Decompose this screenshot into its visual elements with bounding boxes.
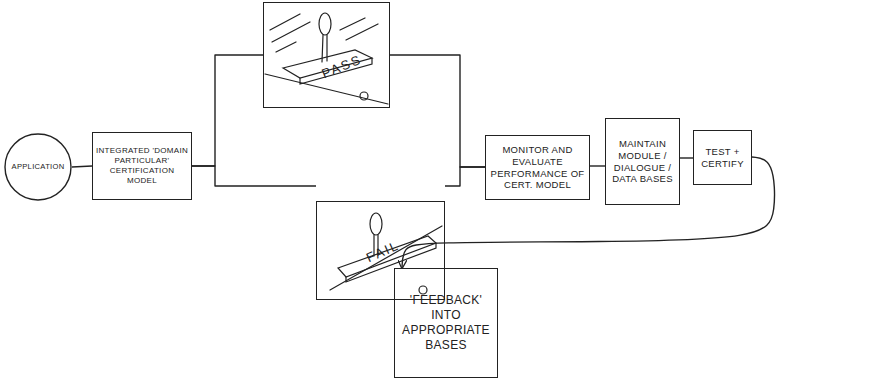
node-label: INTEGRATED 'DOMAIN PARTICULAR' CERTIFICA… [95,146,189,186]
process-box: MONITOR AND EVALUATE PERFORMANCE OF CERT… [485,135,590,200]
text-holder: INTEGRATED 'DOMAIN PARTICULAR' CERTIFICA… [93,133,191,199]
fail-stamp-drawing [330,213,442,294]
node-label: 'FEEDBACK' INTO APPROPRIATE BASES [397,293,495,353]
text-holder: 'FEEDBACK' INTO APPROPRIATE BASES [395,269,497,377]
connector-line [192,166,316,186]
process-box: INTEGRATED 'DOMAIN PARTICULAR' CERTIFICA… [92,132,192,200]
connector-arrow [402,157,775,268]
process-box: MAINTAIN MODULE / DIALOGUE / DATA BASES [605,118,680,205]
connector-layer [72,55,775,268]
node-label: TEST + CERTIFY [696,146,749,170]
hatch-line [270,14,300,30]
hatch-line [340,18,365,30]
stamp-word: FAIL [364,238,402,267]
text-holder: PASS [264,3,389,107]
process-box: TEST + CERTIFY [693,130,752,185]
connector-line [445,167,485,186]
text-holder: TEST + CERTIFY [694,131,751,184]
hand-mark [360,92,368,100]
text-holder: APPLICATION [4,133,72,201]
hatch-line [276,42,296,52]
hatch-line [272,22,310,42]
connector-line [390,55,485,167]
hand-mark [419,286,427,294]
connector-line [192,55,263,166]
start-circle: APPLICATION [4,133,72,201]
pass-stamp-drawing [265,13,388,104]
stamp-handle [319,13,331,35]
node-label: MAINTAIN MODULE / DIALOGUE / DATA BASES [608,138,677,186]
picture-box: PASS [263,2,390,108]
connector-line [590,165,605,166]
node-label: APPLICATION [12,162,65,171]
text-holder: FAIL [317,202,444,299]
stamp-word: PASS [320,52,365,83]
stamp-base [338,236,436,277]
stamp-stem [322,35,323,62]
circle-shape [5,134,71,200]
connector-line [680,157,693,158]
hatch-line [346,24,378,40]
stamp-stem [326,35,327,61]
text-holder: MAINTAIN MODULE / DIALOGUE / DATA BASES [606,119,679,204]
text-holder: MONITOR AND EVALUATE PERFORMANCE OF CERT… [486,136,589,199]
picture-box: FAIL [316,201,445,300]
paper-edge [330,226,442,290]
node-label: MONITOR AND EVALUATE PERFORMANCE OF CERT… [488,144,587,192]
stamp-handle [370,213,382,235]
process-box: 'FEEDBACK' INTO APPROPRIATE BASES [394,268,498,378]
connector-line [72,166,92,167]
